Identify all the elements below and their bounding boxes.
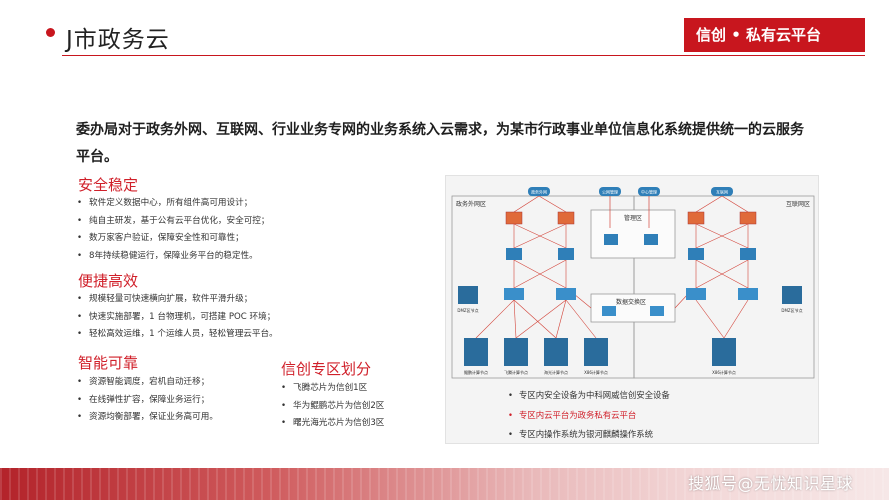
compute-label-feiteng: 飞腾计算节点 — [504, 369, 528, 375]
list-item: 8年持续稳健运行，保障业务平台的稳定性。 — [76, 249, 269, 267]
core-switches — [506, 234, 756, 260]
intro-paragraph: 委办局对于政务外网、互联网、行业业务专网的业务系统入云需求，为某市行政事业单位信… — [76, 122, 804, 165]
list-item: 软件定义数据中心，所有组件高可用设计； — [76, 196, 269, 214]
watermark: 搜狐号@无忧知识星球 — [688, 474, 854, 493]
uplink-lines — [513, 195, 749, 228]
list-item: 快速实施部署，1 台物理机，可搭建 POC 环境； — [76, 310, 278, 328]
network-diagram: 政务外网区 互联网区 管理区 数据交换区 政务外网 公网管理 中心管理 互联网 — [445, 175, 819, 444]
top-node-public-mgmt — [599, 187, 621, 196]
section-heading-efficiency: 便捷高效 — [78, 272, 139, 290]
mgmt-area-label: 管理区 — [624, 214, 642, 222]
firewall-group-right — [687, 211, 757, 225]
list-item: 规模轻量可快速横向扩展，软件平滑升级； — [76, 292, 278, 310]
list-item: 曙光海光芯片为信创3区 — [280, 416, 384, 434]
exchange-area-label: 数据交换区 — [616, 298, 646, 306]
list-item: 飞腾芯片为信创1区 — [280, 381, 384, 399]
section-heading-security: 安全稳定 — [78, 176, 139, 194]
compute-node-stacks — [464, 338, 736, 366]
list-item: 华为鲲鹏芯片为信创2区 — [280, 399, 384, 417]
list-item: 资源均衡部署，保证业务高可用。 — [76, 410, 218, 428]
footer-texture — [0, 468, 889, 500]
compute-label-kunpeng: 鲲鹏计算节点 — [464, 369, 488, 375]
left-area-label: 政务外网区 — [456, 200, 486, 208]
title-divider — [62, 55, 865, 56]
top-node-center-mgmt-label: 中心管理 — [641, 189, 657, 195]
right-area-label: 互联网区 — [786, 200, 810, 208]
list-item: 专区内云平台为政务私有云平台 — [508, 408, 670, 428]
footer-band — [0, 468, 889, 500]
list-item: 纯自主研发，基于公有云平台优化，安全可控； — [76, 214, 269, 232]
title-bullet-icon — [46, 28, 55, 37]
access-switches — [504, 288, 758, 316]
compute-label-x86: X86计算节点 — [584, 369, 608, 375]
dmz-label-right: DMZ区节点 — [781, 307, 802, 313]
section-list-zones: 飞腾芯片为信创1区 华为鲲鹏芯片为信创2区 曙光海光芯片为信创3区 — [280, 381, 384, 434]
top-node-internet — [711, 187, 733, 196]
section-heading-reliability: 智能可靠 — [78, 354, 139, 372]
list-item: 专区内安全设备为中科网威信创安全设备 — [508, 388, 670, 408]
list-item: 数万家客户验证，保障安全性和可靠性； — [76, 231, 269, 249]
firewall-group-left — [505, 211, 575, 225]
section-list-reliability: 资源智能调度，宕机自动迁移； 在线弹性扩容，保障业务运行； 资源均衡部署，保证业… — [76, 375, 218, 428]
section-list-efficiency: 规模轻量可快速横向扩展，软件平滑升级； 快速实施部署，1 台物理机，可搭建 PO… — [76, 292, 278, 345]
dmz-label-left: DMZ区节点 — [457, 307, 478, 313]
compute-label-x86-right: X86计算节点 — [712, 369, 736, 375]
top-node-public-mgmt-label: 公网管理 — [602, 189, 618, 195]
network-topology: 政务外网区 互联网区 管理区 数据交换区 政务外网 公网管理 中心管理 互联网 — [451, 187, 815, 379]
page-title: J市政务云 — [66, 27, 170, 53]
brand-tab: 信创 • 私有云平台 — [684, 18, 865, 52]
list-item: 在线弹性扩容，保障业务运行； — [76, 393, 218, 411]
dmz-node-right — [782, 286, 802, 304]
compute-label-haiguang: 海光计算节点 — [544, 369, 568, 375]
section-heading-zones: 信创专区划分 — [281, 360, 372, 378]
mesh-lines — [475, 223, 749, 339]
top-node-internet-label: 互联网 — [716, 189, 728, 195]
list-item: 轻松高效运维，1 个运维人员，轻松管理云平台。 — [76, 327, 278, 345]
top-node-center-mgmt — [638, 187, 660, 196]
section-list-security: 软件定义数据中心，所有组件高可用设计； 纯自主研发，基于公有云平台优化，安全可控… — [76, 196, 269, 266]
dmz-node-left — [458, 286, 478, 304]
list-item: 专区内操作系统为银河麒麟操作系统 — [508, 427, 670, 447]
top-node-gov — [528, 187, 550, 196]
top-node-gov-label: 政务外网 — [531, 189, 547, 195]
list-item: 资源智能调度，宕机自动迁移； — [76, 375, 218, 393]
diagram-notes: 专区内安全设备为中科网威信创安全设备 专区内云平台为政务私有云平台 专区内操作系… — [508, 388, 670, 447]
